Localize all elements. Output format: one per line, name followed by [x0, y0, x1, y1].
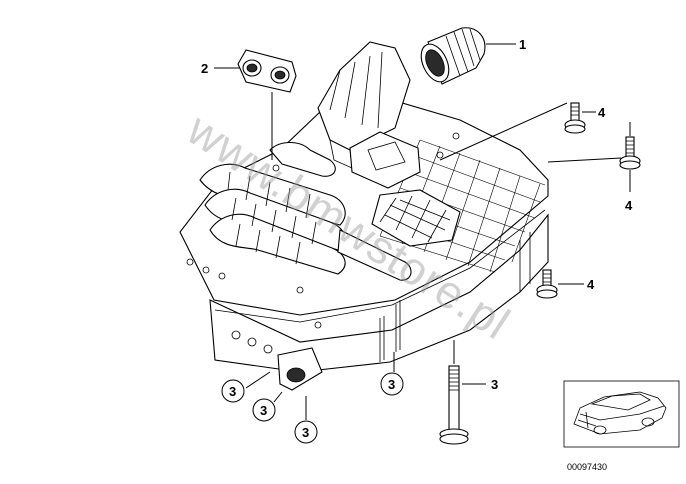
callout-3-circled-c: 3 — [302, 425, 309, 440]
part-1-connector-sleeve — [420, 27, 486, 85]
callout-3-circled-d: 3 — [388, 377, 395, 392]
part-2-plug — [237, 49, 297, 93]
callout-3-bolt: 3 — [491, 377, 498, 392]
callout-4-right: 4 — [625, 198, 633, 213]
callout-2: 2 — [201, 61, 208, 76]
valve-body-assembly — [179, 41, 549, 391]
part-4-screw-right — [619, 136, 641, 170]
callout-circle-3d — [380, 372, 404, 396]
callout-circle-3a — [221, 379, 245, 403]
vehicle-thumbnail: 00097430 — [563, 380, 680, 472]
callout-4-lower: 4 — [587, 277, 595, 292]
callouts: 1 2 4 4 4 3 3 3 3 3 — [201, 37, 633, 444]
part-4-screw-top — [564, 102, 586, 134]
reference-number: 00097430 — [567, 462, 607, 472]
car-icon — [573, 391, 667, 435]
callout-4-top: 4 — [598, 105, 606, 120]
part-4-screw-lower — [536, 269, 558, 299]
leader-lines — [214, 43, 631, 420]
callout-3-circled-a: 3 — [229, 384, 236, 399]
callout-circle-3b — [252, 398, 276, 422]
callout-3-circled-b: 3 — [260, 403, 267, 418]
callout-1: 1 — [519, 37, 526, 52]
callout-circle-3c — [294, 420, 318, 444]
spool-valves — [199, 141, 412, 281]
part-3-long-bolt — [439, 365, 469, 445]
